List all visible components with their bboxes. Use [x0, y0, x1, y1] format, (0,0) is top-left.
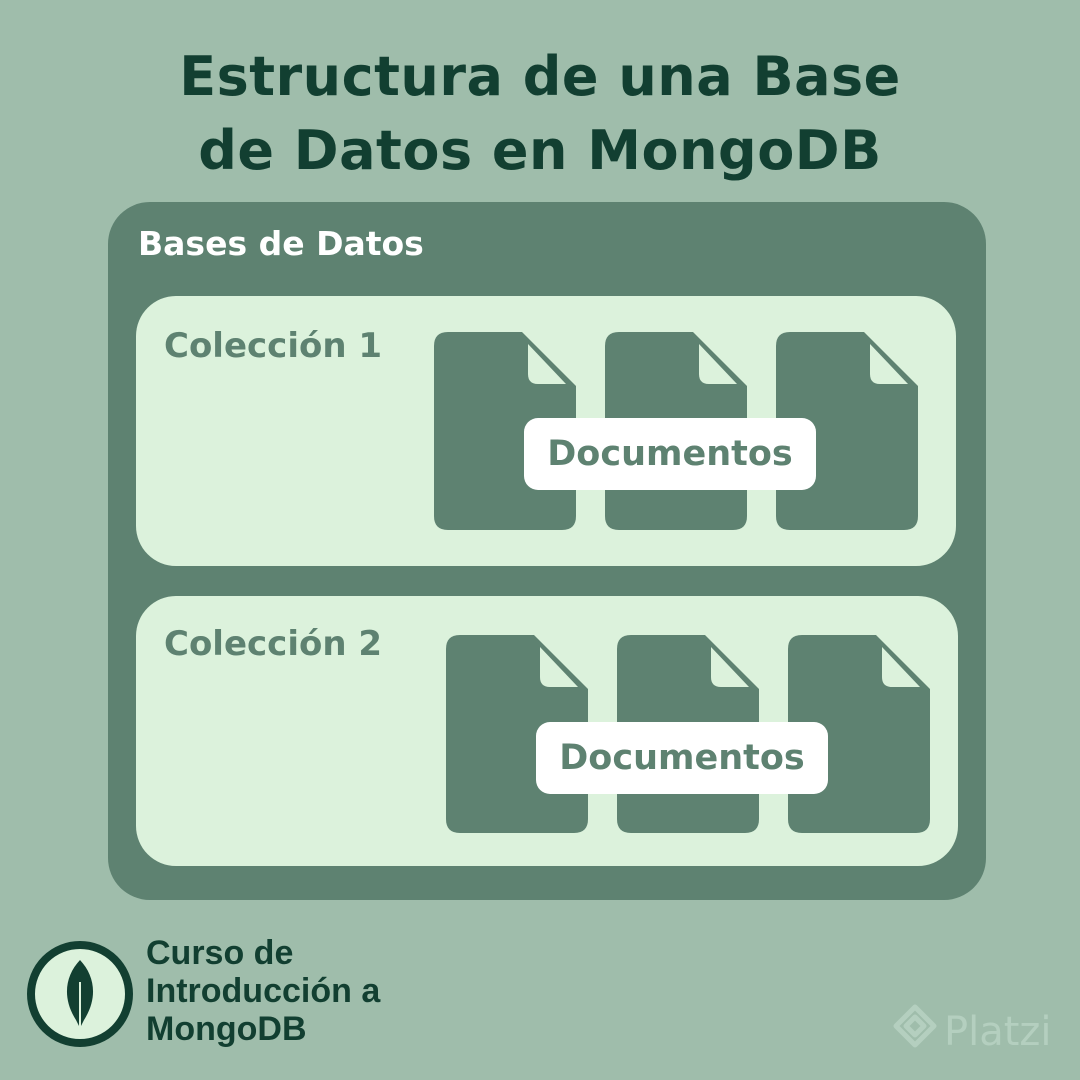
brand-watermark: Platzi [892, 1004, 1052, 1058]
course-title: Curso de Introducción a MongoDB [146, 934, 380, 1048]
mongodb-leaf-icon [26, 940, 134, 1048]
collection-label-1: Colección 1 [164, 326, 383, 366]
course-line-2: Introducción a [146, 972, 381, 1010]
title-line-1: Estructura de una Base [179, 45, 901, 108]
course-line-1: Curso de [146, 934, 294, 972]
course-line-3: MongoDB [146, 1010, 307, 1048]
page-title: Estructura de una Base de Datos en Mongo… [0, 40, 1080, 188]
documents-label-1: Documentos [524, 418, 816, 490]
documents-label-2: Documentos [536, 722, 828, 794]
brand-name: Platzi [944, 1009, 1052, 1055]
platzi-icon [892, 1003, 938, 1062]
title-line-2: de Datos en MongoDB [198, 119, 882, 182]
database-label: Bases de Datos [138, 224, 424, 263]
collection-label-2: Colección 2 [164, 624, 383, 664]
